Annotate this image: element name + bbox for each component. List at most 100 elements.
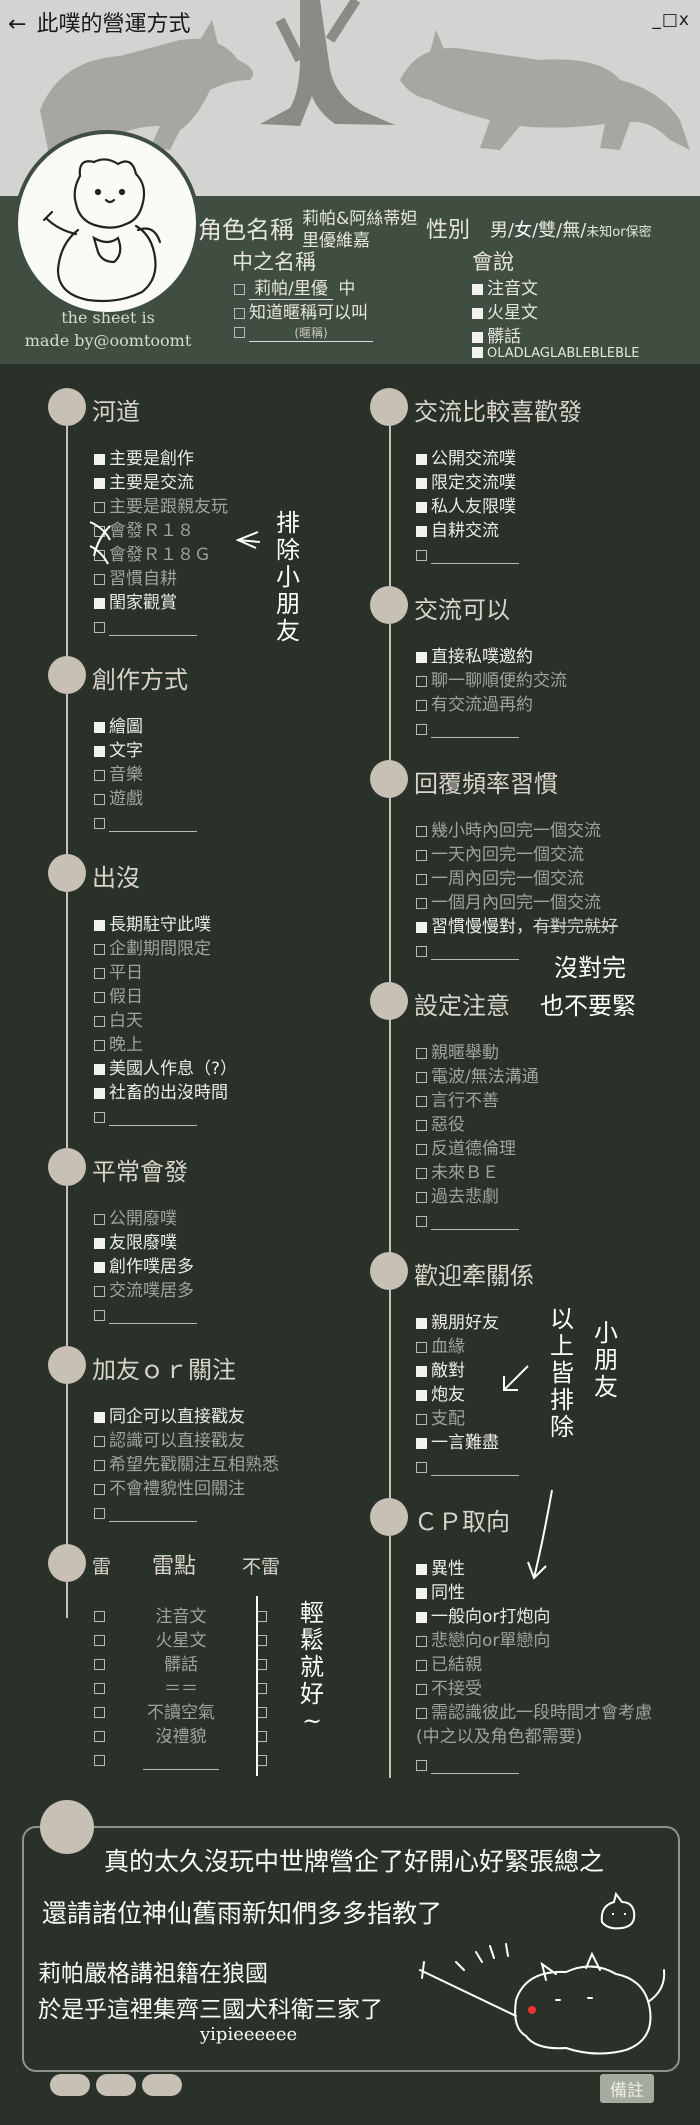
blank-line[interactable] xyxy=(431,945,519,960)
checkbox[interactable] xyxy=(416,1192,427,1203)
checkbox[interactable] xyxy=(416,1318,427,1329)
checkbox[interactable] xyxy=(94,1412,105,1423)
usual-blank[interactable] xyxy=(94,1304,197,1326)
checkbox[interactable] xyxy=(94,992,105,1003)
mine-checkbox[interactable] xyxy=(94,1731,105,1742)
usual-item[interactable]: 友限廢噗 xyxy=(94,1232,177,1254)
checkbox[interactable] xyxy=(416,1048,427,1059)
setting-item[interactable]: 未來ＢＥ xyxy=(416,1162,499,1184)
checkbox[interactable] xyxy=(416,1366,427,1377)
checkbox[interactable] xyxy=(94,454,105,465)
blank-line[interactable] xyxy=(431,1759,519,1774)
blank-line[interactable] xyxy=(109,817,197,832)
checkbox[interactable] xyxy=(94,1460,105,1471)
checkbox[interactable] xyxy=(416,526,427,537)
cp-item[interactable]: 需認識彼此一段時間才會考慮 xyxy=(416,1702,652,1724)
checkbox[interactable] xyxy=(94,574,105,585)
relation-item[interactable]: 一言難盡 xyxy=(416,1432,499,1454)
river-item[interactable]: 閨家觀賞 xyxy=(94,592,177,614)
checkbox[interactable] xyxy=(94,478,105,489)
checkbox[interactable] xyxy=(416,850,427,861)
not-mine-checkbox[interactable] xyxy=(256,1731,267,1742)
not-mine-checkbox[interactable] xyxy=(256,1755,267,1766)
blank-line[interactable] xyxy=(431,549,519,564)
follow-blank[interactable] xyxy=(94,1502,197,1524)
exchange-ok-blank[interactable] xyxy=(416,718,519,740)
appear-item[interactable]: 白天 xyxy=(94,1010,143,1032)
follow-item[interactable]: 同企可以直接戳友 xyxy=(94,1406,245,1428)
checkbox[interactable] xyxy=(94,1508,105,1519)
checkbox[interactable] xyxy=(94,622,105,633)
cp-item[interactable]: 異性 xyxy=(416,1558,465,1580)
nick-checkbox[interactable] xyxy=(234,327,245,338)
checkbox[interactable] xyxy=(416,826,427,837)
relation-item[interactable]: 支配 xyxy=(416,1408,465,1430)
relation-item[interactable]: 血緣 xyxy=(416,1336,465,1358)
blank-line[interactable] xyxy=(431,723,519,738)
checkbox[interactable] xyxy=(416,550,427,561)
checkbox[interactable] xyxy=(416,946,427,957)
create-item[interactable]: 繪圖 xyxy=(94,716,143,738)
reply-item[interactable]: 一周內回完一個交流 xyxy=(416,868,584,890)
checkbox[interactable] xyxy=(416,1096,427,1107)
checkbox[interactable] xyxy=(94,1238,105,1249)
checkbox[interactable] xyxy=(416,1564,427,1575)
checkbox[interactable] xyxy=(416,874,427,885)
appear-item[interactable]: 社畜的出沒時間 xyxy=(94,1082,228,1104)
mine-checkbox[interactable] xyxy=(94,1635,105,1646)
checkbox[interactable] xyxy=(416,1660,427,1671)
not-mine-checkbox[interactable] xyxy=(256,1659,267,1670)
usual-item[interactable]: 交流噗居多 xyxy=(94,1280,194,1302)
checkbox[interactable] xyxy=(416,922,427,933)
checkbox[interactable] xyxy=(94,968,105,979)
reply-item[interactable]: 習慣慢慢對，有對完就好 xyxy=(416,916,618,938)
cp-blank[interactable] xyxy=(416,1754,519,1776)
relation-blank[interactable] xyxy=(416,1456,519,1478)
setting-item[interactable]: 電波/無法溝通 xyxy=(416,1066,539,1088)
exchange-pref-blank[interactable] xyxy=(416,544,519,566)
checkbox[interactable] xyxy=(416,1342,427,1353)
follow-item[interactable]: 認識可以直接戳友 xyxy=(94,1430,245,1452)
checkbox[interactable] xyxy=(416,454,427,465)
checkbox[interactable] xyxy=(416,478,427,489)
checkbox[interactable] xyxy=(94,818,105,829)
reply-item[interactable]: 一個月內回完一個交流 xyxy=(416,892,601,914)
exchange-pref-item[interactable]: 限定交流噗 xyxy=(416,472,516,494)
checkbox[interactable] xyxy=(94,1262,105,1273)
checkbox[interactable] xyxy=(416,1462,427,1473)
mine-checkbox[interactable] xyxy=(94,1611,105,1622)
checkbox[interactable] xyxy=(416,898,427,909)
checkbox[interactable] xyxy=(416,1390,427,1401)
checkbox[interactable] xyxy=(94,746,105,757)
gender-female-selected[interactable]: 女 xyxy=(514,220,533,241)
checkbox[interactable] xyxy=(94,1064,105,1075)
lang-2-checkbox[interactable] xyxy=(472,308,483,319)
checkbox[interactable] xyxy=(94,770,105,781)
gender-male[interactable]: 男/ xyxy=(490,220,515,241)
reply-item[interactable]: 幾小時內回完一個交流 xyxy=(416,820,601,842)
blank-line[interactable] xyxy=(143,1755,219,1770)
appear-item[interactable]: 平日 xyxy=(94,962,143,984)
lang-item-2[interactable]: 火星文 xyxy=(472,298,538,323)
exchange-ok-item[interactable]: 直接私噗邀約 xyxy=(416,646,533,668)
checkbox[interactable] xyxy=(416,1438,427,1449)
exchange-ok-item[interactable]: 聊一聊順便約交流 xyxy=(416,670,567,692)
lang-item-4[interactable]: OLADLAGLABLEBLEBLE xyxy=(472,346,640,361)
checkbox[interactable] xyxy=(94,502,105,513)
checkbox[interactable] xyxy=(94,920,105,931)
river-item[interactable]: 主要是創作 xyxy=(94,448,194,470)
cp-item[interactable]: 已結親 xyxy=(416,1654,482,1676)
checkbox[interactable] xyxy=(416,1414,427,1425)
checkbox[interactable] xyxy=(416,1588,427,1599)
checkbox[interactable] xyxy=(94,794,105,805)
checkbox[interactable] xyxy=(416,676,427,687)
checkbox[interactable] xyxy=(94,944,105,955)
checkbox[interactable] xyxy=(94,722,105,733)
river-item[interactable]: 主要是跟親友玩 xyxy=(94,496,228,518)
footer-pill-2[interactable] xyxy=(96,2074,136,2096)
checkbox[interactable] xyxy=(416,1684,427,1695)
window-controls[interactable]: _□x xyxy=(652,10,690,30)
lang-item-1[interactable]: 注音文 xyxy=(472,274,538,299)
checkbox[interactable] xyxy=(94,1112,105,1123)
checkbox[interactable] xyxy=(416,1708,427,1719)
